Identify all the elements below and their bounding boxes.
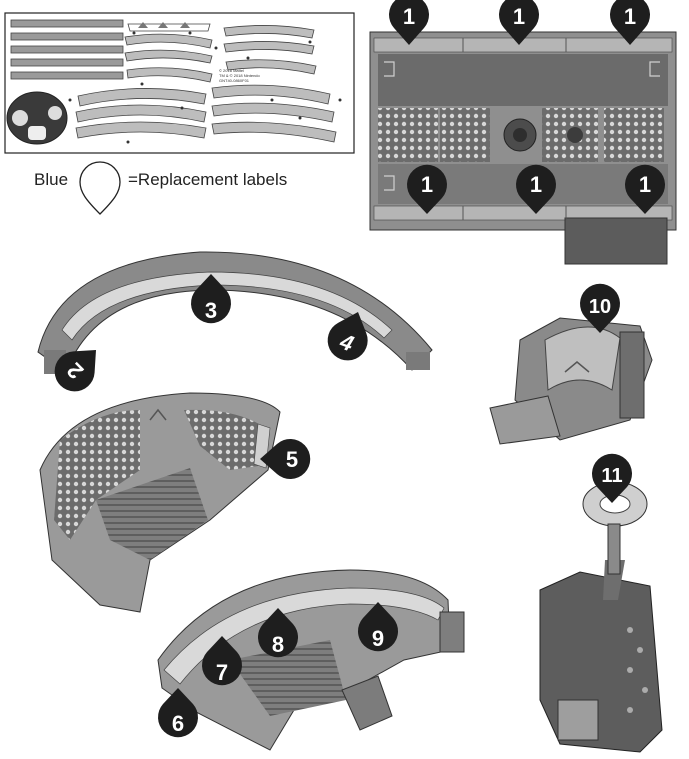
marker-pin: 3 bbox=[191, 274, 231, 324]
marker-pin: 6 bbox=[158, 688, 198, 738]
marker-label: 1 bbox=[624, 4, 636, 29]
mushroom-sticker-icon bbox=[6, 91, 68, 145]
marker-pin: 9 bbox=[357, 602, 398, 652]
marker-pin: 10 bbox=[579, 283, 620, 333]
marker-label: 5 bbox=[286, 447, 298, 472]
curved-track-piece-b bbox=[39, 392, 281, 613]
marker-label: 9 bbox=[372, 626, 384, 651]
marker-label: 1 bbox=[421, 172, 433, 197]
legend-replacement-label: =Replacement labels bbox=[128, 170, 288, 189]
marker-pin: 4 bbox=[327, 312, 368, 361]
marker-label: 8 bbox=[272, 632, 284, 657]
marker-label: 6 bbox=[172, 711, 184, 736]
marker-label: 1 bbox=[403, 4, 415, 29]
track-base-part bbox=[369, 31, 677, 265]
marker-pin: 1 bbox=[499, 0, 539, 45]
fine-print-line: TM & © 2018 Nintendo bbox=[219, 73, 261, 78]
drop-shape-icon bbox=[79, 161, 121, 215]
marker-label: 11 bbox=[601, 465, 622, 487]
marker-pin: 1 bbox=[610, 0, 650, 45]
marker-pin: 1 bbox=[625, 164, 665, 214]
marker-pin: 8 bbox=[258, 608, 298, 658]
marker-pin: 5 bbox=[260, 438, 311, 479]
marker-pin: 1 bbox=[407, 164, 447, 214]
marker-pin: 2 bbox=[54, 350, 96, 392]
fine-print-line: GNT40-0860F01 bbox=[219, 78, 250, 83]
marker-pin: 7 bbox=[202, 636, 242, 686]
marker-label: 1 bbox=[513, 4, 525, 29]
part-10 bbox=[489, 317, 653, 445]
marker-label: 7 bbox=[216, 660, 228, 685]
curved-track-piece-a bbox=[37, 251, 433, 374]
part-11 bbox=[539, 481, 663, 753]
marker-pin: 1 bbox=[389, 0, 429, 45]
marker-label: 1 bbox=[530, 172, 542, 197]
marker-pin: 11 bbox=[592, 453, 632, 503]
legend-color-word: Blue bbox=[34, 170, 69, 189]
marker-pin: 1 bbox=[516, 164, 556, 214]
sticker-sheet: © 2018 Mattel TM & © 2018 Nintendo GNT40… bbox=[4, 12, 355, 154]
marker-label: 10 bbox=[589, 296, 611, 318]
marker-label: 3 bbox=[205, 298, 217, 323]
fine-print-line: © 2018 Mattel bbox=[219, 68, 244, 73]
marker-label: 1 bbox=[639, 172, 651, 197]
